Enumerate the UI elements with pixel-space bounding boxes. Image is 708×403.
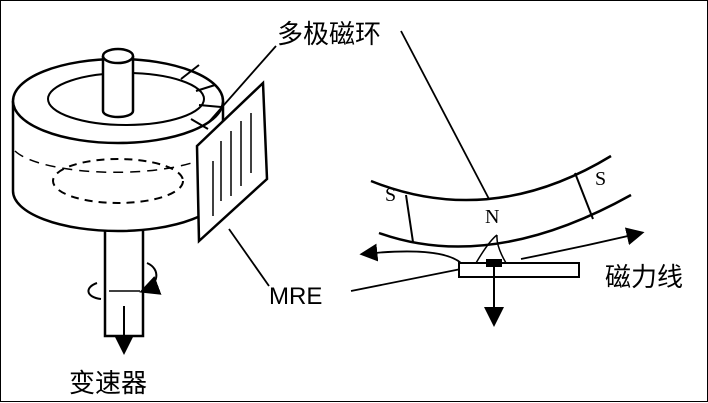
- transmission-label: 变速器: [69, 369, 147, 399]
- pole-n-label: N: [485, 206, 499, 228]
- upper-shaft: [101, 47, 135, 119]
- pole-s-left-label: S: [385, 184, 396, 206]
- mre-leader-line-right: [350, 268, 462, 292]
- mre-leader-line-left: [228, 228, 270, 287]
- ring-assembly: [11, 47, 225, 355]
- pole-s-right-label: S: [595, 168, 606, 190]
- mre-sensor-element: [458, 259, 580, 327]
- field-lines: [359, 227, 645, 264]
- field-lines-label: 磁力线: [605, 263, 683, 293]
- mre-sensor-plate: [195, 80, 269, 244]
- mre-label: MRE: [269, 283, 322, 310]
- ring-leader-line-right: [400, 30, 490, 200]
- ring-leader-line: [207, 45, 277, 124]
- magnet-arc: [370, 154, 632, 248]
- rotation-arrow-icon: [87, 262, 162, 300]
- multipole-ring-label: 多极磁环: [277, 20, 381, 50]
